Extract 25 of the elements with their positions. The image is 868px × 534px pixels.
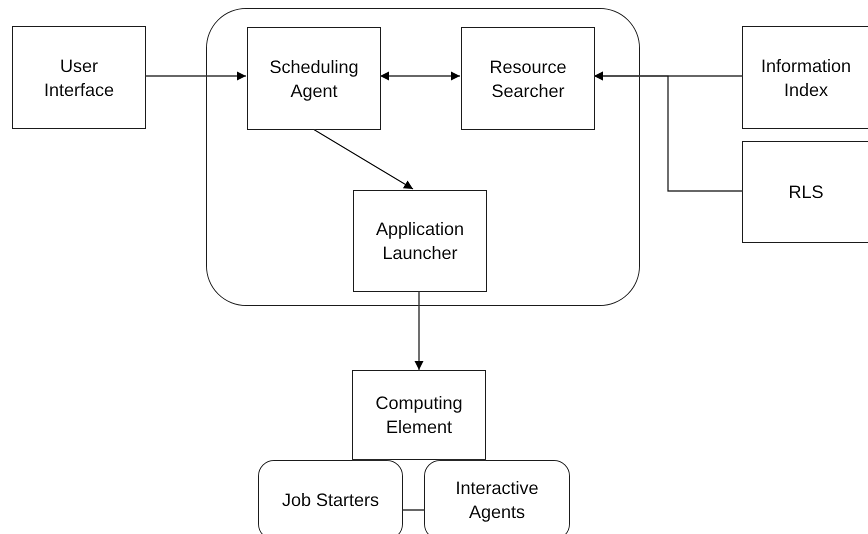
process-box [742,141,868,243]
node-label: Resource Searcher [488,56,568,102]
arrow [380,72,460,80]
node-label: Computing Element [374,392,464,439]
rounded-box [258,460,403,534]
node-label: User Interface [42,54,116,102]
process-box [461,27,595,130]
process-box [247,27,381,130]
node-label: Application Launcher [374,218,466,265]
rounded-container [206,8,640,306]
node-label: Scheduling Agent [268,56,360,102]
process-box [12,26,146,129]
rounded-box [424,460,570,534]
arrow [414,291,424,370]
process-box [742,26,868,129]
process-box [353,190,487,292]
node-label: RLS [787,181,824,204]
node-label: Job Starters [280,489,380,512]
node-label: Interactive Agents [454,477,540,524]
process-box [352,370,486,460]
arrow [594,72,742,192]
arrow [146,72,246,80]
arrow [312,128,414,190]
connector-line [403,509,424,511]
node-label: Information Index [760,54,852,102]
